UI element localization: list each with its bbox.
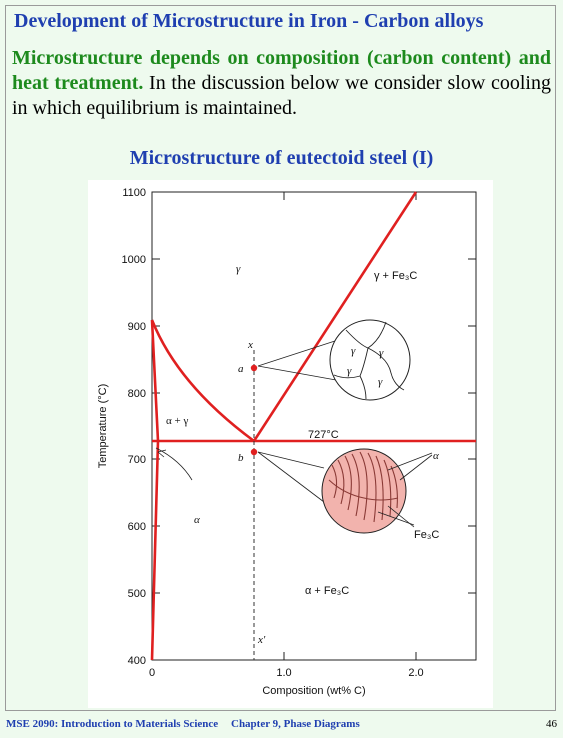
y-tick-label: 1100 <box>122 187 146 199</box>
label-gamma-fe3c: γ + Fe₃C <box>374 270 417 282</box>
y-tick-label: 700 <box>128 454 146 466</box>
x-axis-label: Composition (wt% C) <box>262 685 365 697</box>
grain-label: γ <box>379 347 384 359</box>
label-gamma: γ <box>236 263 241 275</box>
label-alpha: α <box>194 514 200 526</box>
x-tick-label: 0 <box>149 667 155 679</box>
label-x-bottom: x' <box>257 634 266 646</box>
label-alpha-fe3c: α + Fe₃C <box>305 585 349 597</box>
footer-course: MSE 2090: Introduction to Materials Scie… <box>6 718 218 730</box>
pearlite-microstructure: α Fe₃C <box>258 449 439 541</box>
x-tick-label: 2.0 <box>408 667 423 679</box>
grain-label: γ <box>347 365 352 377</box>
page-number: 46 <box>546 718 557 730</box>
intro-paragraph: Microstructure depends on composition (c… <box>12 46 551 121</box>
label-point-b: b <box>238 452 244 464</box>
eutectoid-temp-label: 727°C <box>308 429 339 441</box>
y-axis-label: Temperature (°C) <box>97 384 109 468</box>
point-a-marker <box>251 365 257 371</box>
y-tick-label: 500 <box>128 588 146 600</box>
slide-subtitle: Microstructure of eutectoid steel (I) <box>0 147 563 170</box>
label-x-top: x <box>247 339 253 351</box>
label-point-a: a <box>238 363 244 375</box>
alpha-pointer <box>156 448 192 480</box>
pearlite-fe3c-label: Fe₃C <box>414 529 439 541</box>
phase-diagram: 1100 1000 900 800 700 600 500 400 0 1.0 … <box>88 180 493 708</box>
y-tick-label: 800 <box>128 388 146 400</box>
y-tick-label: 400 <box>128 655 146 667</box>
x-tick-label: 1.0 <box>276 667 291 679</box>
grain-label: γ <box>351 345 356 357</box>
y-tick-label: 600 <box>128 521 146 533</box>
label-alpha-gamma: α + γ <box>166 415 188 427</box>
austenite-grains: γ γ γ γ <box>258 320 410 400</box>
alpha-pointer-head <box>158 450 166 457</box>
phase-diagram-svg: 1100 1000 900 800 700 600 500 400 0 1.0 … <box>88 180 493 708</box>
alpha-solvus <box>152 320 158 660</box>
point-b-marker <box>251 449 257 455</box>
pearlite-alpha-label: α <box>433 450 439 462</box>
slide-title: Development of Microstructure in Iron - … <box>14 10 549 33</box>
footer-chapter: Chapter 9, Phase Diagrams <box>231 718 360 730</box>
y-tick-label: 900 <box>128 321 146 333</box>
y-tick-label: 1000 <box>122 254 146 266</box>
acm-line <box>254 192 416 441</box>
grain-label: γ <box>378 376 383 388</box>
